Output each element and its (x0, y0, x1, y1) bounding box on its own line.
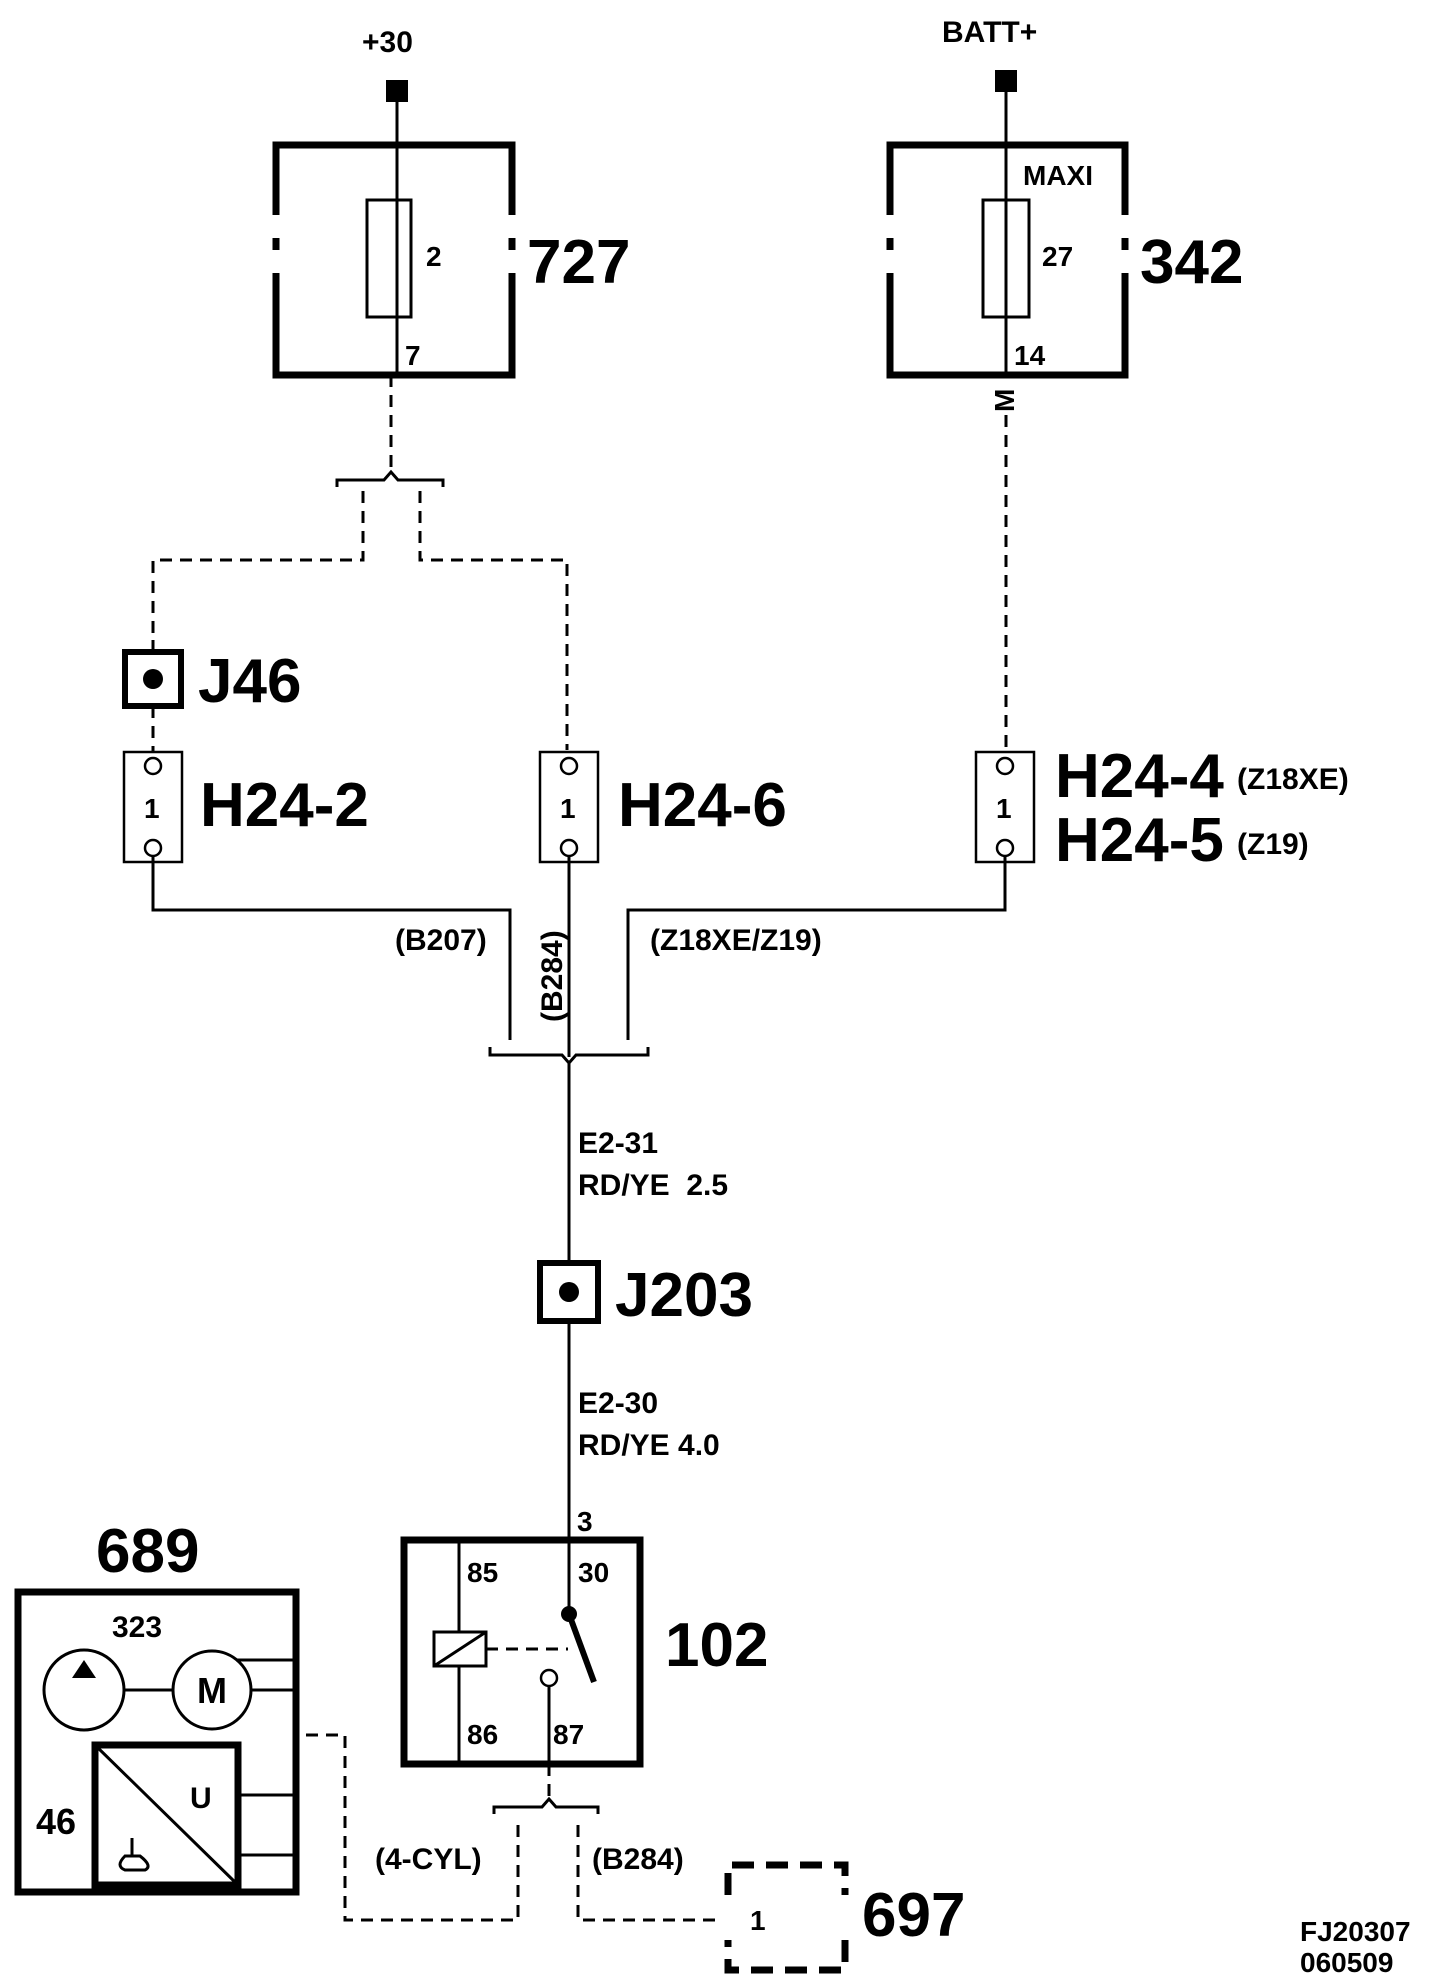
connector-h24-4-label: H24-4 (1055, 742, 1224, 811)
variant-b207-label: (B207) (395, 924, 487, 957)
relay-102-pin-85: 85 (467, 1557, 498, 1588)
fuse-box-342-label: 342 (1140, 228, 1243, 297)
fuse-342-pin: 14 (1014, 340, 1046, 371)
connector-h24-6-pin: 1 (560, 793, 576, 824)
junction-j203 (537, 1260, 601, 1324)
sender-46-label: 46 (36, 1801, 76, 1842)
fuse-342-type: MAXI (1023, 160, 1093, 191)
fuel-pump-323-label: 323 (112, 1611, 162, 1644)
fuse-box-727 (272, 141, 516, 379)
variant-b284-label: (B284) (536, 930, 569, 1022)
connector-h24-4-variant: (Z18XE) (1237, 763, 1349, 796)
connector-h24-4 (974, 750, 1036, 864)
junction-j203-dot (559, 1282, 579, 1302)
relay-102-label: 102 (665, 1611, 768, 1680)
relay-102-pin-87: 87 (553, 1719, 584, 1750)
relay-102-pin-3: 3 (577, 1506, 593, 1537)
fuse-727-pin: 7 (405, 340, 421, 371)
supply-batt-label: BATT+ (942, 16, 1037, 49)
fuse-box-727-label: 727 (527, 228, 630, 297)
junction-j203-label: J203 (615, 1261, 753, 1330)
connector-h24-5-variant: (Z19) (1237, 828, 1309, 861)
junction-j46-dot (143, 669, 163, 689)
fuse-342-wire-mark: M (989, 389, 1020, 412)
wire-e2-30-code: E2-30 (578, 1387, 658, 1420)
wire-e2-31-spec: RD/YE 2.5 (578, 1169, 728, 1202)
relay-switch-blade (566, 1612, 597, 1684)
connector-h24-6-label: H24-6 (618, 771, 787, 840)
connector-h24-2-pin: 1 (144, 793, 160, 824)
connector-h24-2-label: H24-2 (200, 771, 369, 840)
variant-brace-bottom (492, 1796, 600, 1814)
motor-label: M (197, 1670, 227, 1711)
sender-u-label: U (190, 1782, 212, 1815)
fuse-342-number: 27 (1042, 241, 1073, 272)
relay-contact-87 (539, 1668, 559, 1688)
connector-h24-5-label: H24-5 (1055, 806, 1224, 875)
relay-102-pin-86: 86 (467, 1719, 498, 1750)
module-689-label: 689 (96, 1517, 199, 1586)
connector-h24-4-pin: 1 (996, 793, 1012, 824)
pump-triangle-icon (72, 1660, 96, 1678)
float-gauge-icon (118, 1838, 150, 1872)
connector-h24-6 (538, 750, 600, 864)
diagram-date: 060509 (1300, 1947, 1393, 1978)
component-697-label: 697 (862, 1881, 965, 1950)
fuse-box-342 (886, 141, 1129, 379)
component-697-pin: 1 (750, 1905, 766, 1936)
fuse-727-number: 2 (426, 241, 442, 272)
fuse-2 (365, 198, 413, 319)
variant-brace-top (335, 469, 445, 487)
junction-j46-label: J46 (198, 647, 301, 716)
supply-batt-terminal (995, 70, 1017, 92)
supply-plus30-terminal (386, 80, 408, 102)
component-697 (724, 1861, 849, 1974)
relay-102-pin-30: 30 (578, 1557, 609, 1588)
variant-z18xe-z19-label: (Z18XE/Z19) (650, 924, 822, 957)
variant-b284-bottom-label: (B284) (592, 1843, 684, 1876)
variant-4cyl-label: (4-CYL) (375, 1843, 482, 1876)
wire-e2-30-spec: RD/YE 4.0 (578, 1429, 720, 1462)
wire-e2-31-code: E2-31 (578, 1127, 658, 1160)
supply-plus30-label: +30 (362, 26, 413, 59)
diagram-code: FJ20307 (1300, 1916, 1411, 1947)
relay-102 (400, 1536, 644, 1768)
